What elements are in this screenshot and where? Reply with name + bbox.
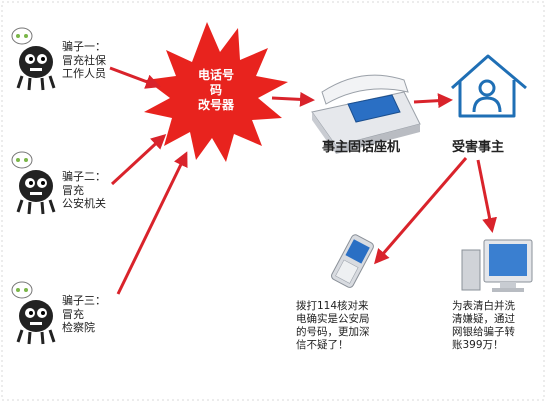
landline-phone-icon <box>311 74 421 154</box>
number-changer-burst <box>144 22 288 162</box>
mobile-phone-icon <box>331 234 374 288</box>
scammer-3-tag: 骗子三： <box>62 294 106 307</box>
scammer-1-role: 冒充社保 工作人员 <box>62 54 106 80</box>
arrow-victim-computer <box>476 159 498 233</box>
victim-label: 受害事主 <box>452 140 505 155</box>
computer-icon <box>461 239 533 292</box>
scammer-1-figure <box>11 27 56 91</box>
arrow-victim-mobile <box>374 157 468 265</box>
victim-house-icon <box>451 54 527 118</box>
landline-label: 事主固话座机 <box>322 140 401 155</box>
computer-note: 为表清白并洗 清嫌疑，通过 网银给骗子转 账399万！ <box>452 300 515 351</box>
scammer-1-tag: 骗子一： <box>62 40 106 53</box>
arrow-scammer3-burst <box>116 151 188 295</box>
scammer-3-figure <box>11 281 56 345</box>
burst-label: 电话号 码 改号器 <box>197 68 234 112</box>
scammer-2-figure <box>11 151 56 215</box>
arrow-landline-victim <box>413 93 453 109</box>
arrow-scammer1-burst <box>109 66 161 89</box>
mobile-note: 拨打114核对来 电确实是公安局 的号码，更加深 信不疑了！ <box>296 300 370 351</box>
scammer-3-role: 冒充 检察院 <box>62 308 95 334</box>
arrow-burst-landline <box>271 91 315 107</box>
scammer-2-role: 冒充 公安机关 <box>62 184 106 210</box>
scammer-2-tag: 骗子二： <box>62 170 106 183</box>
arrow-scammer2-burst <box>110 133 167 186</box>
